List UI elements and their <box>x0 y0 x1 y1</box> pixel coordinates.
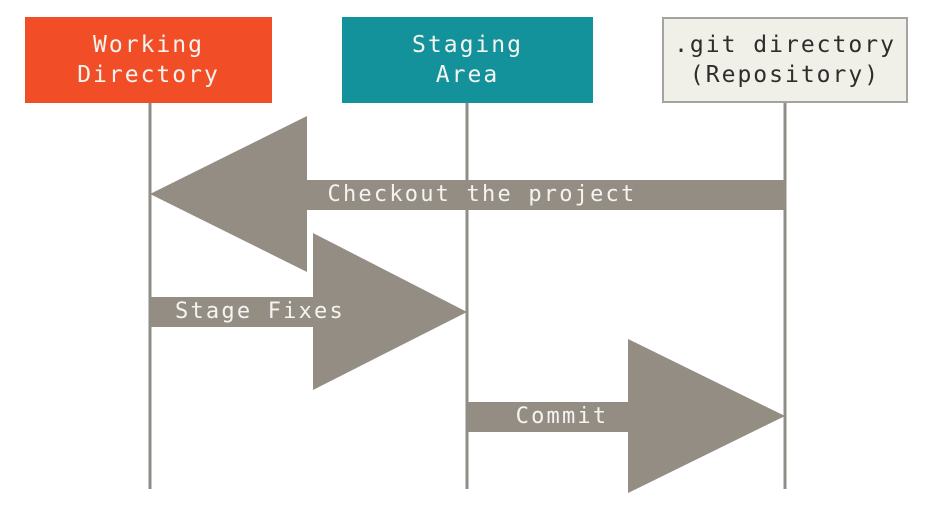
git-directory-label: .git directory (Repository) <box>674 32 896 88</box>
staging-area-lifeline <box>465 103 469 489</box>
working-directory-box: Working Directory <box>25 17 272 103</box>
git-directory-box: .git directory (Repository) <box>662 17 908 103</box>
stage-fixes-arrow <box>150 233 467 390</box>
working-directory-label: Working Directory <box>77 32 220 88</box>
git-directory-lifeline <box>783 103 787 489</box>
checkout-arrow <box>150 116 785 272</box>
commit-arrow <box>467 339 785 493</box>
staging-area-box: Staging Area <box>342 17 593 103</box>
staging-area-label: Staging Area <box>412 32 523 88</box>
working-directory-lifeline <box>148 103 152 489</box>
